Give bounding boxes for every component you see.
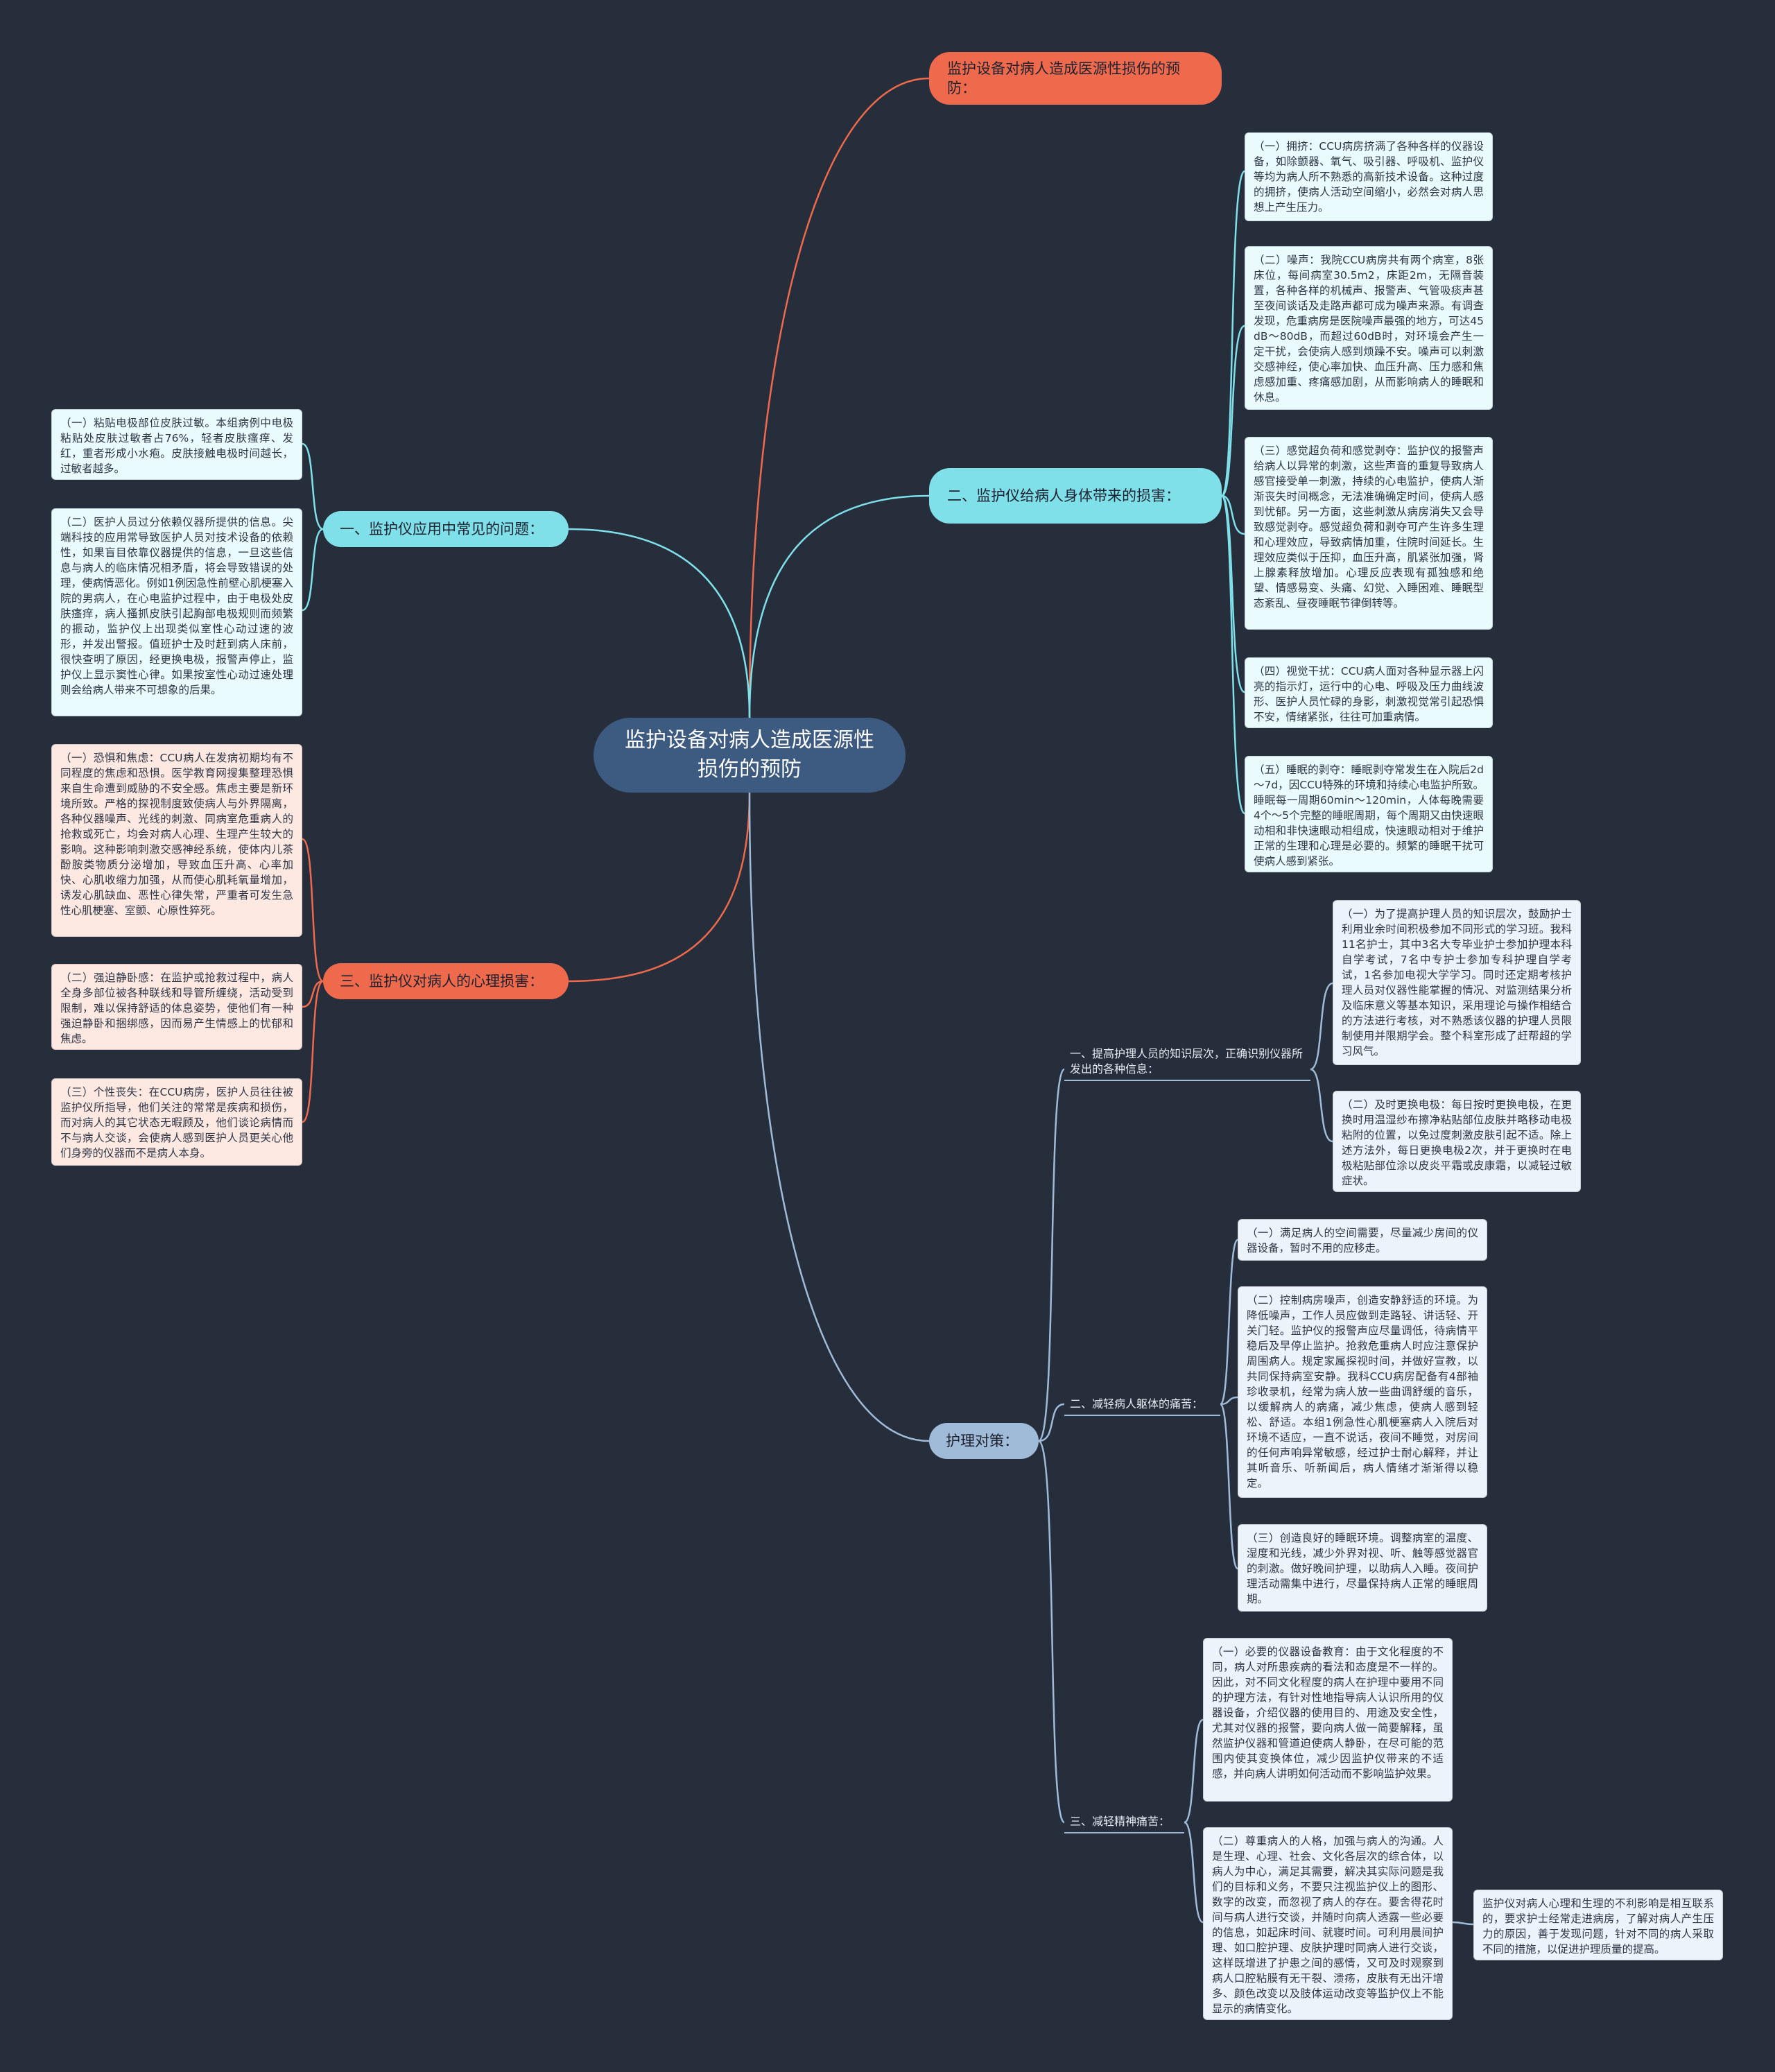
link-root-problems: [568, 528, 751, 718]
link-root-nursing: [748, 792, 930, 1442]
problem-card-reliance[interactable]: （二）医护人员过分依赖仪器所提供的信息。尖端科技的应用常导致医护人员对技术设备的…: [51, 508, 302, 716]
problem-card-text: （一）粘贴电极部位皮肤过敏。本组病例中电极粘贴处皮肤过敏者占76%，轻者皮肤瘙痒…: [60, 417, 293, 475]
nursing-card-text: （二）及时更换电极：每日按时更换电极，在更换时用温湿纱布擦净粘贴部位皮肤并略移动…: [1342, 1098, 1572, 1187]
harm-card-text: （二）噪声：我院CCU病房共有两个病室，8张床位，每间病室30.5m2，床距2m…: [1254, 254, 1484, 404]
link-root-psych: [568, 792, 751, 983]
link-root-top: [748, 77, 930, 718]
nursing-card-text: （一）满足病人的空间需要，尽量减少房间的仪器设备，暂时不用的应移走。: [1247, 1227, 1478, 1254]
nursing-sub-label: 二、减轻病人躯体的痛苦：: [1070, 1397, 1204, 1410]
branch-psych-harm[interactable]: 三、监护仪对病人的心理损害：: [323, 963, 569, 999]
nursing-sub-physical[interactable]: 二、减轻病人躯体的痛苦：: [1064, 1394, 1220, 1416]
nursing-card-electrode[interactable]: （二）及时更换电极：每日按时更换电极，在更换时用温湿纱布擦净粘贴部位皮肤并略移动…: [1333, 1091, 1581, 1192]
nursing-card-text: （一）必要的仪器设备教育：由于文化程度的不同，病人对所患疾病的看法和态度是不一样…: [1212, 1646, 1444, 1780]
problem-card-skin[interactable]: （一）粘贴电极部位皮肤过敏。本组病例中电极粘贴处皮肤过敏者占76%，轻者皮肤瘙痒…: [51, 409, 302, 480]
psych-card-fear[interactable]: （一）恐惧和焦虑：CCU病人在发病初期均有不同程度的焦虑和恐惧。医学教育网搜集整…: [51, 744, 302, 937]
harm-card-text: （三）感觉超负荷和感觉剥夺：监护仪的报警声给病人以异常的刺激，这些声音的重复导致…: [1254, 444, 1484, 610]
problem-card-text: （二）医护人员过分依赖仪器所提供的信息。尖端科技的应用常导致医护人员对技术设备的…: [60, 516, 293, 696]
branch-nursing-label: 护理对策：: [946, 1433, 1019, 1449]
root-topic-label: 监护设备对病人造成医源性损伤的预防: [625, 728, 874, 782]
link-root-harm: [748, 494, 930, 718]
branch-body-harm[interactable]: 二、监护仪给病人身体带来的损害：: [929, 468, 1222, 524]
harm-card-text: （一）拥挤：CCU病房挤满了各种各样的仪器设备，如除颤器、氧气、吸引器、呼吸机、…: [1254, 140, 1484, 214]
psych-card-text: （一）恐惧和焦虑：CCU病人在发病初期均有不同程度的焦虑和恐惧。医学教育网搜集整…: [60, 752, 293, 917]
nursing-card-summary[interactable]: 监护仪对病人心理和生理的不利影响是相互联系的，要求护士经常走进病房，了解对病人产…: [1473, 1890, 1723, 1960]
nursing-card-text: 监护仪对病人心理和生理的不利影响是相互联系的，要求护士经常走进病房，了解对病人产…: [1482, 1897, 1714, 1956]
nursing-sub-mental[interactable]: 三、减轻精神痛苦：: [1064, 1811, 1184, 1833]
nursing-card-text: （三）创造良好的睡眠环境。调整病室的温度、湿度和光线，减少外界对视、听、触等感觉…: [1247, 1532, 1478, 1605]
branch-prevention-label: 监护设备对病人造成医源性损伤的预防：: [947, 60, 1180, 96]
harm-card-sensory[interactable]: （三）感觉超负荷和感觉剥夺：监护仪的报警声给病人以异常的刺激，这些声音的重复导致…: [1245, 437, 1493, 630]
harm-card-text: （五）睡眠的剥夺：睡眠剥夺常发生在入院后2d～7d，因CCU特殊的环境和持续心电…: [1254, 763, 1484, 867]
nursing-card-quiet[interactable]: （二）控制病房噪声，创造安静舒适的环境。为降低噪声，工作人员应做到走路轻、讲话轻…: [1238, 1286, 1487, 1498]
nursing-sub-label: 一、提高护理人员的知识层次，正确识别仪器所发出的各种信息：: [1070, 1047, 1304, 1076]
psych-card-text: （二）强迫静卧感：在监护或抢救过程中，病人全身多部位被各种联线和导管所缠绕，活动…: [60, 972, 293, 1045]
nursing-card-text: （二）尊重病人的人格，加强与病人的沟通。人是生理、心理、社会、文化各层次的综合体…: [1212, 1835, 1444, 2015]
nursing-card-training[interactable]: （一）为了提高护理人员的知识层次，鼓励护士利用业余时间积极参加不同形式的学习班。…: [1333, 900, 1581, 1065]
psych-card-confinement[interactable]: （二）强迫静卧感：在监护或抢救过程中，病人全身多部位被各种联线和导管所缠绕，活动…: [51, 964, 302, 1050]
branch-common-problems-label: 一、监护仪应用中常见的问题：: [340, 521, 544, 537]
psych-card-text: （三）个性丧失：在CCU病房，医护人员往往被监护仪所指导，他们关注的常常是疾病和…: [60, 1086, 293, 1159]
branch-psych-harm-label: 三、监护仪对病人的心理损害：: [340, 973, 544, 990]
harm-card-crowding[interactable]: （一）拥挤：CCU病房挤满了各种各样的仪器设备，如除颤器、氧气、吸引器、呼吸机、…: [1245, 132, 1493, 221]
nursing-sub-knowledge[interactable]: 一、提高护理人员的知识层次，正确识别仪器所发出的各种信息：: [1064, 1044, 1310, 1081]
branch-common-problems[interactable]: 一、监护仪应用中常见的问题：: [323, 511, 569, 547]
harm-card-text: （四）视觉干扰：CCU病人面对各种显示器上闪亮的指示灯，运行中的心电、呼吸及压力…: [1254, 665, 1484, 723]
nursing-card-space[interactable]: （一）满足病人的空间需要，尽量减少房间的仪器设备，暂时不用的应移走。: [1238, 1219, 1487, 1261]
nursing-card-text: （二）控制病房噪声，创造安静舒适的环境。为降低噪声，工作人员应做到走路轻、讲话轻…: [1247, 1294, 1478, 1490]
branch-nursing[interactable]: 护理对策：: [929, 1423, 1039, 1459]
harm-card-visual[interactable]: （四）视觉干扰：CCU病人面对各种显示器上闪亮的指示灯，运行中的心电、呼吸及压力…: [1245, 657, 1493, 728]
psych-card-personality[interactable]: （三）个性丧失：在CCU病房，医护人员往往被监护仪所指导，他们关注的常常是疾病和…: [51, 1078, 302, 1166]
nursing-card-communication[interactable]: （二）尊重病人的人格，加强与病人的沟通。人是生理、心理、社会、文化各层次的综合体…: [1203, 1827, 1453, 2020]
nursing-card-education[interactable]: （一）必要的仪器设备教育：由于文化程度的不同，病人对所患疾病的看法和态度是不一样…: [1203, 1638, 1453, 1802]
nursing-card-text: （一）为了提高护理人员的知识层次，鼓励护士利用业余时间积极参加不同形式的学习班。…: [1342, 908, 1572, 1057]
root-topic[interactable]: 监护设备对病人造成医源性损伤的预防: [594, 718, 906, 793]
branch-prevention[interactable]: 监护设备对病人造成医源性损伤的预防：: [929, 52, 1222, 105]
harm-card-noise[interactable]: （二）噪声：我院CCU病房共有两个病室，8张床位，每间病室30.5m2，床距2m…: [1245, 246, 1493, 410]
nursing-sub-label: 三、减轻精神痛苦：: [1070, 1815, 1170, 1828]
nursing-card-sleep-env[interactable]: （三）创造良好的睡眠环境。调整病室的温度、湿度和光线，减少外界对视、听、触等感觉…: [1238, 1524, 1487, 1612]
harm-card-sleep[interactable]: （五）睡眠的剥夺：睡眠剥夺常发生在入院后2d～7d，因CCU特殊的环境和持续心电…: [1245, 756, 1493, 872]
branch-body-harm-label: 二、监护仪给病人身体带来的损害：: [947, 487, 1180, 504]
